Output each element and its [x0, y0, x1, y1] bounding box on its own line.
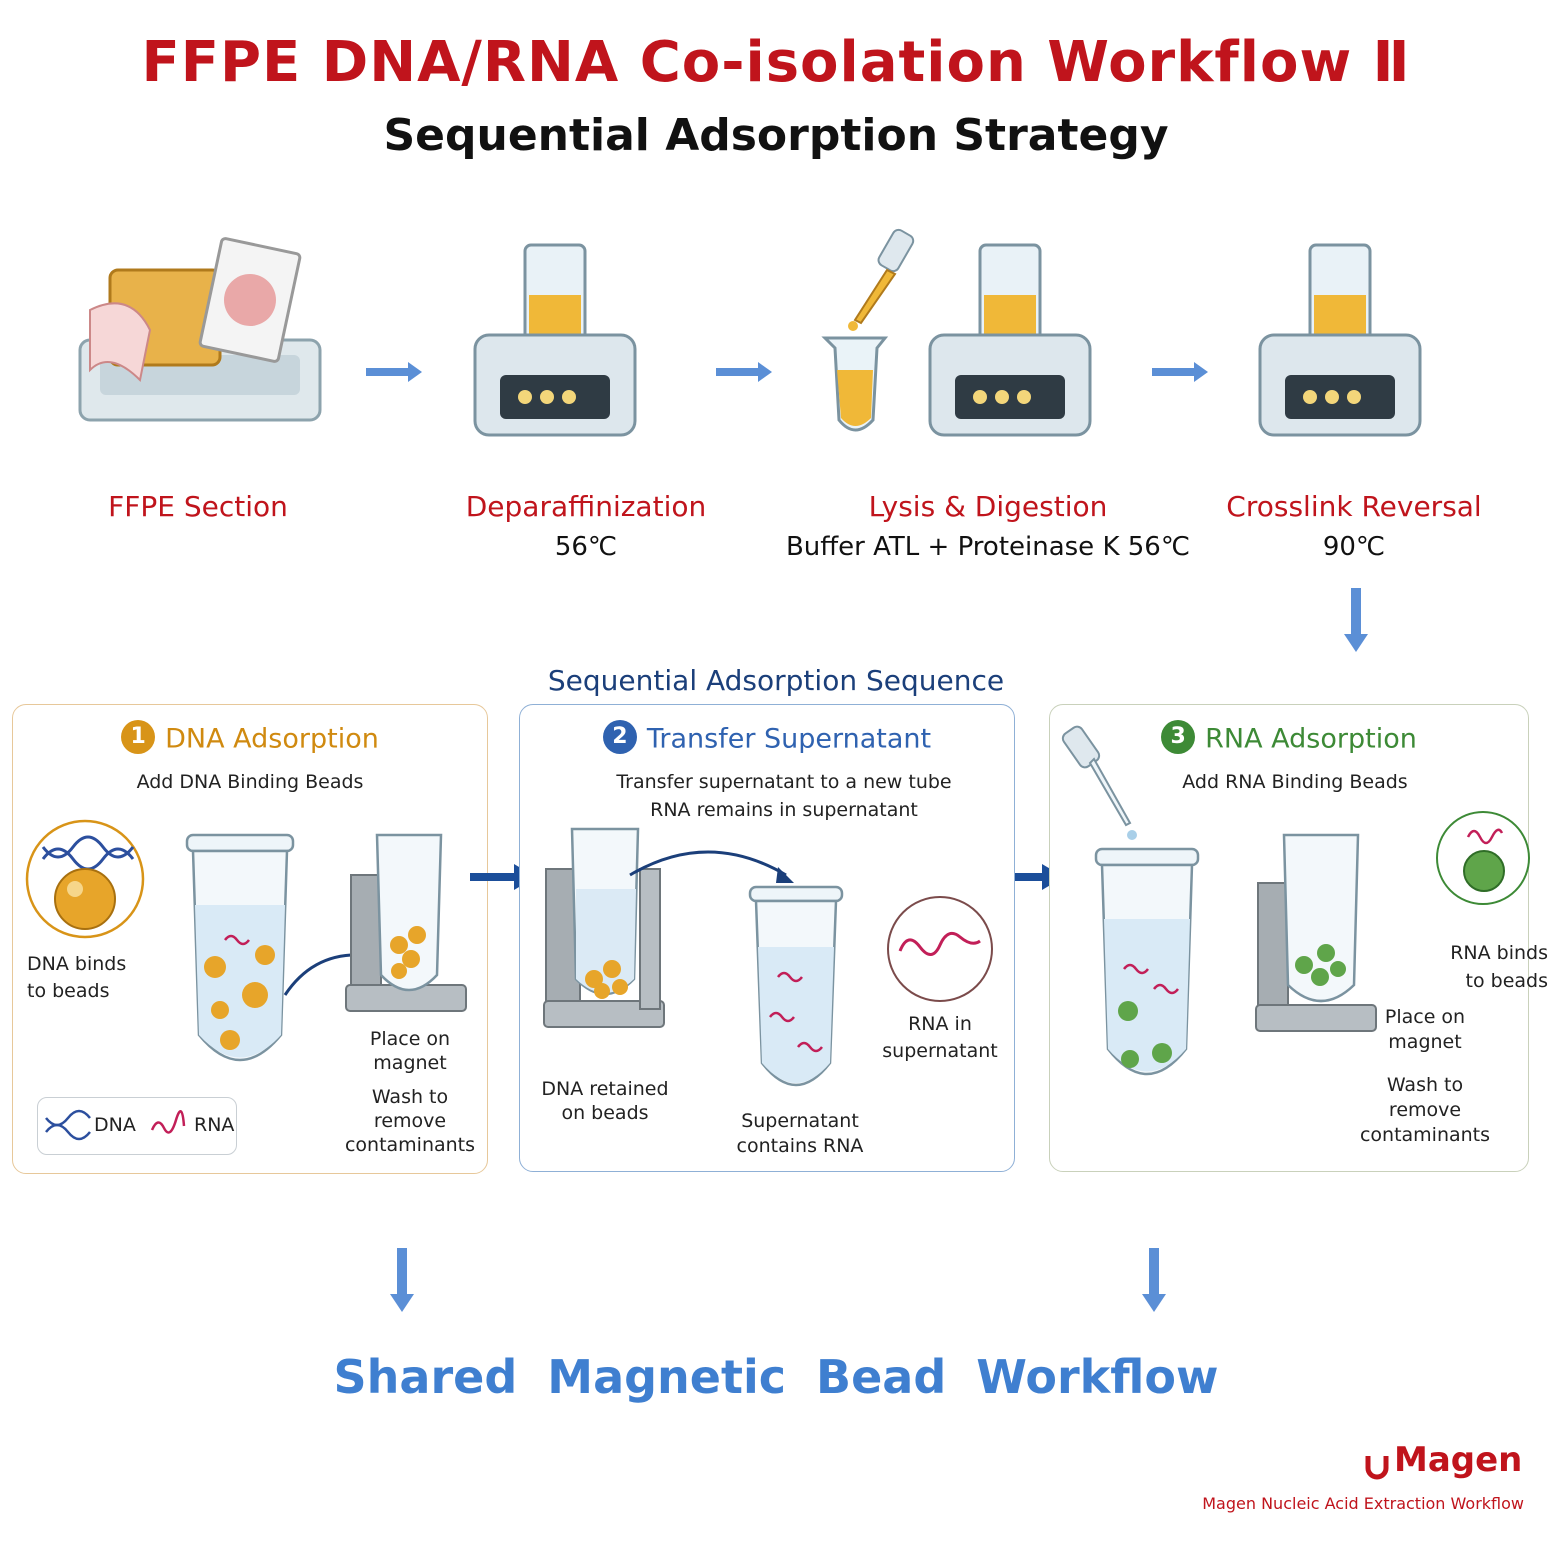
- step-number-badge: 2: [602, 720, 637, 754]
- panel-title: Transfer Supernatant: [646, 723, 932, 755]
- step-number-badge: 1: [121, 720, 156, 754]
- brand-tagline: Magen Nucleic Acid Extraction Workflow: [1202, 1494, 1524, 1513]
- arrow-right-icon: [716, 362, 772, 382]
- panel-dna-adsorption: 1 DNA Adsorption Add DNA Binding Beads DN…: [12, 704, 488, 1174]
- legend-rna-label: RNA: [194, 1114, 235, 1136]
- retained-note: DNA retained on beads: [541, 1078, 669, 1124]
- arrow-right-icon: [366, 362, 422, 382]
- panel-header: 3 RNA Adsorption: [1050, 720, 1528, 757]
- step-label: FFPE Section: [108, 490, 288, 523]
- panel-subtitle: Add RNA Binding Beads: [1182, 771, 1408, 793]
- arrow-down-icon: [390, 1248, 414, 1312]
- page-subtitle: Sequential Adsorption Strategy: [383, 110, 1169, 161]
- workflow-footer-title: Shared Magnetic Bead Workflow: [333, 1350, 1219, 1404]
- step-detail: 56℃: [554, 532, 618, 562]
- legend-dna-label: DNA: [94, 1114, 136, 1136]
- panel-rna-adsorption: 3 RNA Adsorption Add RNA Binding Beads RN…: [1049, 704, 1548, 1172]
- magnet-rack-icon: [345, 833, 467, 1012]
- tube-icon: [1094, 847, 1200, 1076]
- tube-icon: [748, 885, 844, 1087]
- magnet-note: Place on magnet: [369, 1028, 451, 1074]
- magnet-rack-icon: [1255, 833, 1377, 1032]
- dna-helix-icon: [45, 1109, 91, 1141]
- magnet-logo-icon: [1365, 1456, 1389, 1480]
- panel-line-2: RNA remains in supernatant: [650, 799, 918, 821]
- callout-text: RNA in supernatant: [882, 1013, 998, 1062]
- step-label: Deparaffinization: [465, 490, 707, 523]
- step-label: Crosslink Reversal: [1226, 490, 1482, 523]
- arrow-curved-icon: [629, 850, 794, 883]
- panel-title: DNA Adsorption: [165, 723, 379, 755]
- heat-block-icon: [928, 243, 1092, 437]
- step-number-badge: 3: [1161, 720, 1196, 754]
- legend: DNA RNA: [37, 1097, 237, 1155]
- pipette-icon: [1061, 725, 1137, 840]
- rna-strand-icon: [1436, 811, 1530, 905]
- rna-strand-icon: [887, 896, 993, 1002]
- sequence-title: Sequential Adsorption Sequence: [547, 664, 1005, 697]
- tube-note: Supernatant contains RNA: [736, 1110, 864, 1157]
- tube-icon: [185, 833, 295, 1062]
- step-label: Lysis & Digestion: [868, 490, 1108, 523]
- page-title: FFPE DNA/RNA Co-isolation Workflow Ⅱ: [141, 30, 1411, 95]
- heat-block-icon: [1258, 243, 1422, 437]
- rna-strand-icon: [150, 1110, 186, 1134]
- arrow-down-icon: [1344, 588, 1368, 652]
- callout-text: RNA binds to beads: [1450, 942, 1548, 992]
- panel-subtitle: Add DNA Binding Beads: [136, 771, 364, 793]
- panel-header: 2 Transfer Supernatant: [520, 720, 1014, 757]
- magnet-rack-icon: [543, 827, 665, 1028]
- panel-transfer-supernatant: 2 Transfer Supernatant Transfer supernata…: [519, 704, 1015, 1172]
- heat-block-icon: [473, 243, 637, 437]
- panel-line-1: Transfer supernatant to a new tube: [616, 771, 952, 793]
- wash-note: Wash to remove contaminants: [1359, 1074, 1491, 1146]
- step-detail: 90℃: [1322, 532, 1386, 562]
- arrow-right-icon: [1152, 362, 1208, 382]
- pipette-icon: [821, 228, 915, 432]
- panel-header: 1 DNA Adsorption: [13, 720, 487, 757]
- wash-note: Wash to remove contaminants: [344, 1086, 476, 1156]
- panel-title: RNA Adsorption: [1205, 723, 1417, 755]
- arrow-down-icon: [1142, 1248, 1166, 1312]
- step-detail: Buffer ATL + Proteinase K 56℃: [785, 532, 1191, 562]
- ffpe-slide-icon: [78, 237, 322, 422]
- magnet-note: Place on magnet: [1384, 1006, 1466, 1053]
- dna-helix-icon: [25, 819, 145, 939]
- callout-text: DNA binds to beads: [27, 953, 127, 1002]
- brand-name: Magen: [1394, 1440, 1523, 1480]
